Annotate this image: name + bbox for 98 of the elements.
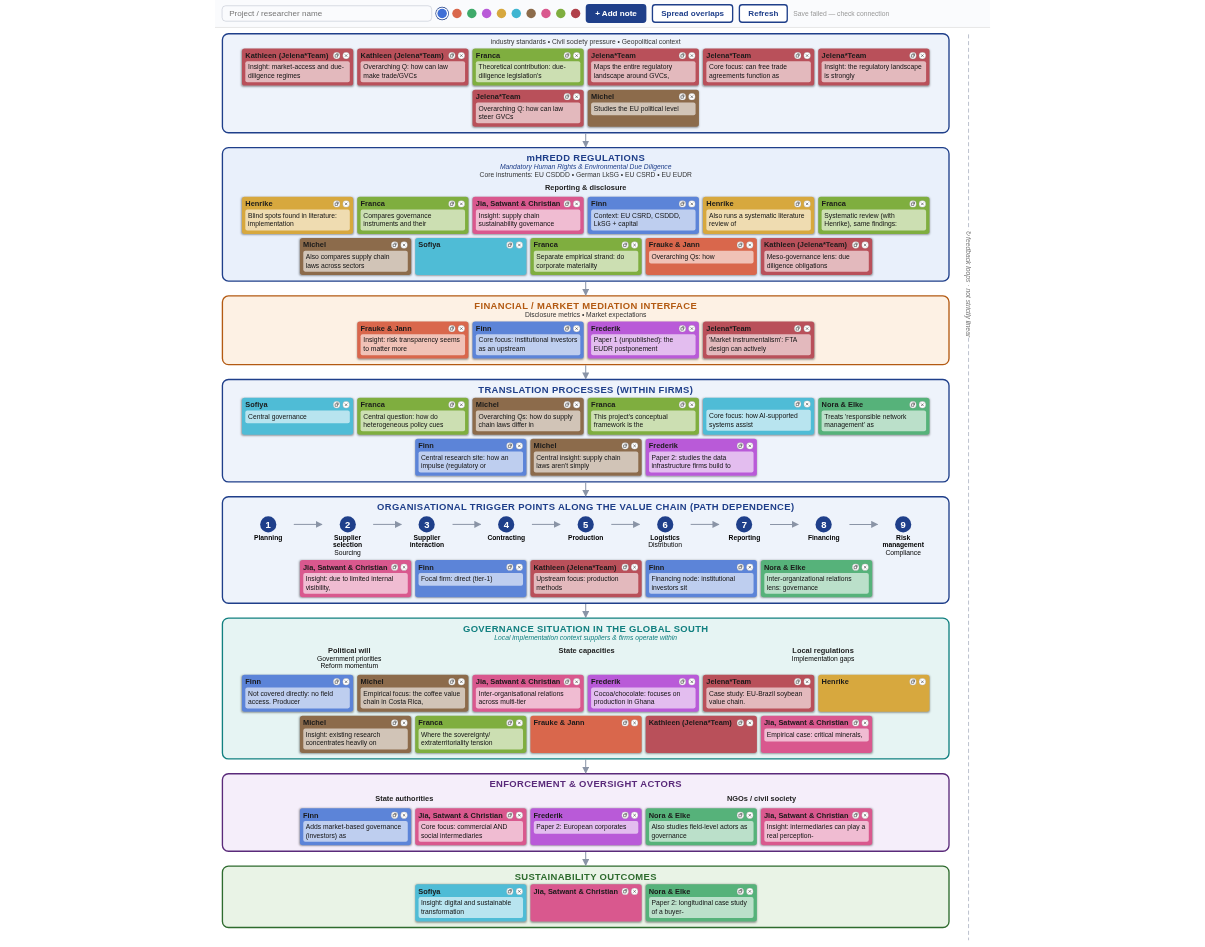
panel-band — [221, 295, 950, 366]
sticky-note — [414, 560, 526, 598]
step-number-badge: 8 — [815, 516, 832, 533]
sticky-note — [472, 321, 584, 359]
step-number-badge: 2 — [339, 516, 356, 533]
panel-band — [221, 146, 950, 282]
sticky-note — [760, 560, 872, 598]
sticky-note — [472, 674, 584, 712]
sticky-note — [414, 808, 526, 846]
step-number-badge: 9 — [895, 516, 912, 533]
sticky-note — [241, 397, 354, 435]
sticky-note — [645, 237, 757, 275]
arrow — [610, 520, 641, 528]
sticky-note — [645, 560, 757, 598]
panel-band — [221, 496, 950, 604]
sticky-note — [587, 674, 699, 712]
sticky-note — [241, 196, 354, 234]
sticky-note — [818, 48, 930, 86]
arrow — [582, 281, 590, 296]
sticky-note — [702, 674, 815, 712]
arrow — [582, 364, 590, 380]
sticky-note — [530, 884, 642, 922]
panel-band — [221, 617, 950, 760]
arrow — [690, 520, 720, 528]
band-title: TRANSLATION PROCESSES (WITHIN FIRMS) — [477, 384, 695, 395]
step-number-badge: 5 — [577, 516, 594, 533]
sticky-note — [299, 560, 411, 598]
band-title: mHREDD REGULATIONS — [525, 152, 646, 164]
step-number-badge: 3 — [418, 516, 435, 533]
sticky-note — [472, 397, 584, 435]
panel-band — [221, 773, 950, 852]
sticky-note — [241, 48, 354, 86]
sticky-note — [414, 237, 526, 275]
sticky-note — [241, 674, 354, 712]
arrow — [582, 132, 590, 148]
step-number-badge: 7 — [736, 516, 753, 533]
band-title: FINANCIAL / MARKET MEDIATION INTERFACE — [473, 300, 698, 312]
sticky-note — [587, 321, 699, 359]
sticky-note — [645, 808, 757, 846]
sticky-note — [587, 196, 699, 234]
sticky-note — [530, 715, 642, 753]
sticky-note — [472, 48, 584, 86]
arrow — [372, 520, 402, 528]
panel-band — [221, 865, 950, 929]
sticky-note — [760, 237, 872, 275]
sticky-note — [702, 196, 815, 234]
sticky-note — [299, 808, 411, 846]
sticky-note — [472, 89, 584, 127]
sticky-note — [414, 715, 526, 753]
sticky-note — [357, 397, 469, 435]
sticky-note — [472, 196, 584, 234]
sticky-note — [702, 397, 815, 435]
sticky-note — [818, 397, 930, 435]
sticky-note — [299, 237, 411, 275]
sticky-note — [530, 438, 642, 476]
sticky-note — [645, 438, 757, 476]
arrow — [582, 759, 590, 774]
sticky-note — [414, 884, 526, 922]
sticky-note — [645, 884, 757, 922]
arrow — [582, 851, 590, 867]
sticky-note — [357, 196, 469, 234]
panel-band — [221, 33, 950, 134]
sticky-note — [357, 48, 469, 86]
panel-band — [221, 378, 950, 483]
sticky-note — [702, 48, 815, 86]
refresh-button: Refresh — [738, 4, 788, 23]
step-number-badge: 6 — [656, 516, 674, 533]
step-number-badge: 1 — [260, 516, 277, 533]
band-title: ORGANISATIONAL TRIGGER POINTS ALONG THE VALUE CHAIN (PATH DEPENDENCE) — [376, 501, 796, 513]
arrow — [582, 482, 590, 497]
band-title: GOVERNANCE SITUATION IN THE GLOBAL SOUTH — [461, 622, 710, 634]
arrow — [769, 520, 799, 528]
sticky-note — [357, 321, 469, 359]
sticky-note — [530, 560, 642, 598]
sticky-note — [587, 48, 699, 86]
add-note-button: + Add note — [585, 4, 647, 23]
sticky-note — [818, 674, 930, 712]
sticky-note — [587, 397, 699, 435]
arrow — [848, 520, 879, 528]
band-title: ENFORCEMENT & OVERSIGHT ACTORS — [488, 778, 683, 790]
arrow — [582, 603, 590, 619]
arrow — [293, 520, 323, 528]
arrow — [451, 520, 482, 528]
sticky-note — [587, 89, 699, 127]
sticky-note — [357, 674, 469, 712]
sticky-note — [414, 438, 526, 476]
sticky-note — [645, 715, 757, 753]
step-number-badge: 4 — [498, 516, 515, 533]
sticky-note — [760, 715, 872, 753]
spread-button: Spread overlaps — [651, 4, 734, 23]
sticky-note — [818, 196, 930, 234]
sticky-note — [530, 808, 642, 846]
arrow — [531, 520, 561, 528]
band-title: SUSTAINABILITY OUTCOMES — [513, 870, 658, 882]
sticky-note — [299, 715, 411, 753]
sticky-note — [760, 808, 872, 846]
sticky-note — [702, 321, 815, 359]
sticky-note — [530, 237, 642, 275]
